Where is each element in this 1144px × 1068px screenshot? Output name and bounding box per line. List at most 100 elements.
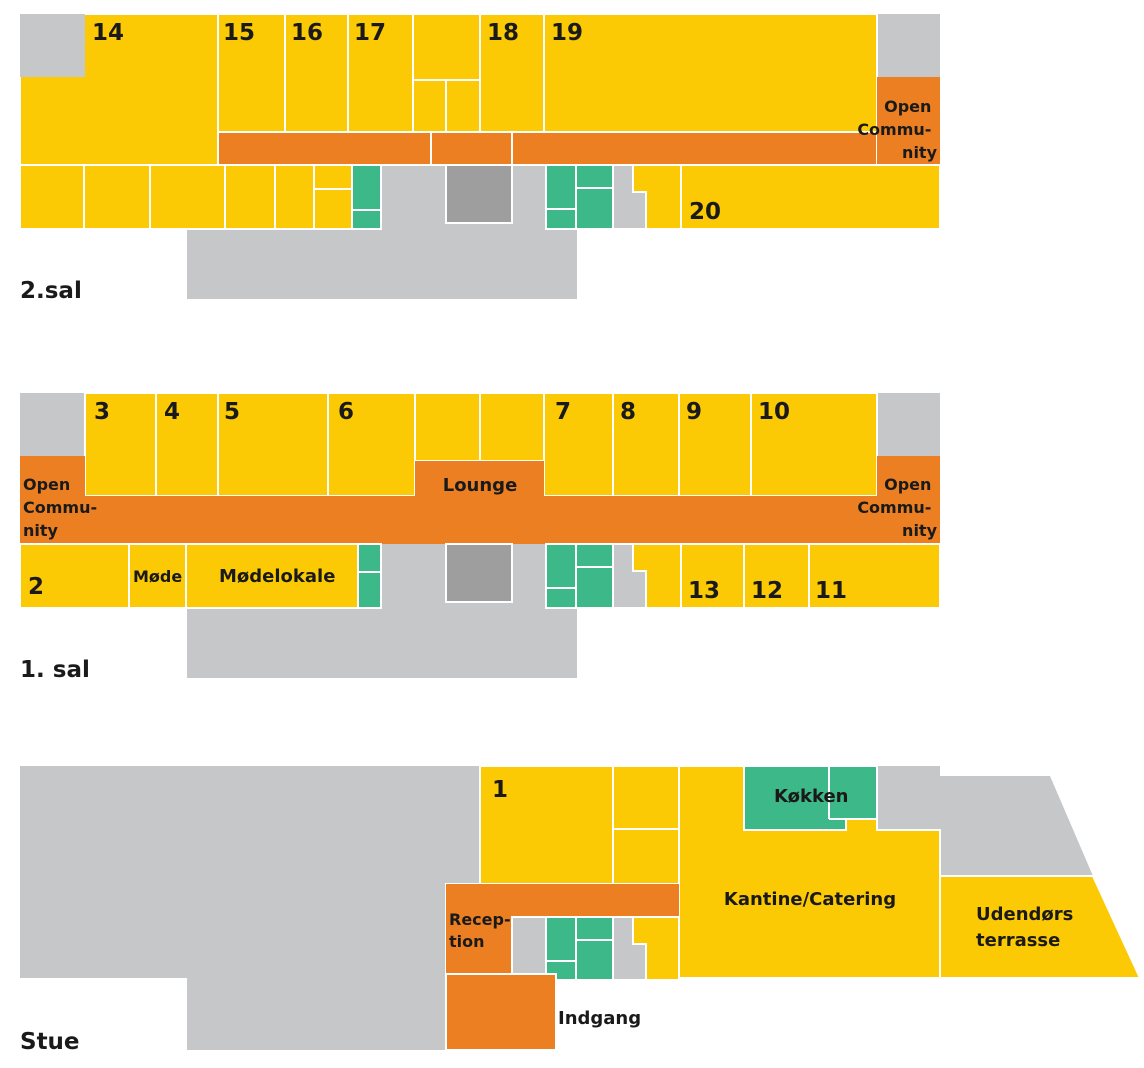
- wc-left-a[interactable]: [357, 543, 382, 573]
- open-community-line3: nity: [902, 143, 938, 162]
- reception-label: Recep- tion: [449, 910, 516, 951]
- reception-lower[interactable]: [446, 917, 512, 974]
- entrance-label: Indgang: [558, 1008, 641, 1029]
- room-10[interactable]: [750, 392, 878, 497]
- room-5-label: 5: [224, 399, 240, 425]
- room-19-label: 19: [551, 20, 583, 46]
- room-s6a[interactable]: [313, 164, 353, 190]
- floor-name: 2.sal: [20, 278, 82, 304]
- room-20[interactable]: [680, 164, 941, 230]
- entrance[interactable]: [445, 973, 557, 1051]
- room-8-label: 8: [620, 399, 636, 425]
- open-community-left-line3: nity: [23, 521, 59, 540]
- room-ground-east[interactable]: [632, 916, 680, 981]
- room-5[interactable]: [217, 392, 329, 497]
- stair-corner-right: [877, 14, 940, 77]
- room-upper-b[interactable]: [479, 392, 545, 462]
- room-14-label: 14: [92, 20, 124, 46]
- open-community-left-line1: Open: [23, 475, 70, 494]
- open-community-right-line1: Open: [884, 475, 931, 494]
- open-community-right-line2: Commu-: [857, 498, 931, 517]
- room-g-b[interactable]: [612, 828, 680, 885]
- room-8[interactable]: [612, 392, 680, 497]
- meeting-room-small[interactable]: [128, 543, 187, 609]
- room-16-label: 16: [291, 20, 323, 46]
- corridor-east: [511, 131, 878, 166]
- floor-2-sal: 14 15 16 17 18 19 20 Open Commu- nity 2.…: [19, 13, 941, 304]
- room-18-label: 18: [487, 20, 519, 46]
- wc-ground-c[interactable]: [575, 916, 614, 941]
- outdoor-terrace[interactable]: [939, 875, 1142, 979]
- room-9[interactable]: [678, 392, 752, 497]
- corridor: [217, 131, 432, 166]
- room-2[interactable]: [19, 543, 130, 609]
- room-2-label: 2: [28, 574, 44, 600]
- room-1-label: 1: [492, 777, 508, 803]
- room-3[interactable]: [84, 392, 157, 497]
- room-11[interactable]: [808, 543, 941, 609]
- room-11-label: 11: [815, 578, 847, 604]
- floor-1-sal: 3 4 5 6 7 8 9 10 Lounge 2 Møde Mødelokal…: [19, 392, 941, 683]
- floor-name: Stue: [20, 1029, 80, 1055]
- open-community-label: Open Commu- nity: [857, 97, 937, 162]
- open-community-right-line3: nity: [902, 521, 938, 540]
- wc-right-c[interactable]: [575, 543, 614, 568]
- room-7-label: 7: [555, 399, 571, 425]
- wc-right-a[interactable]: [545, 164, 577, 210]
- wc-ground-a[interactable]: [545, 916, 577, 962]
- room-upper-a[interactable]: [414, 392, 481, 462]
- corridor-mid: [430, 131, 513, 166]
- lounge-label: Lounge: [443, 475, 518, 496]
- terrace-line1: Udendørs: [976, 904, 1073, 925]
- room-s4[interactable]: [224, 164, 276, 230]
- room-7[interactable]: [543, 392, 614, 497]
- room-18[interactable]: [479, 13, 545, 133]
- room-17-label: 17: [354, 20, 386, 46]
- open-community-left-line2: Commu-: [23, 498, 97, 517]
- building-outline-east: [877, 766, 1093, 876]
- room-small-c[interactable]: [445, 79, 481, 133]
- reception-line1: Recep-: [449, 910, 511, 929]
- wc-right-b[interactable]: [545, 208, 577, 230]
- room-g-a[interactable]: [612, 765, 680, 830]
- room-20-label: 20: [689, 199, 721, 225]
- wc-left-b[interactable]: [351, 209, 382, 230]
- room-19[interactable]: [543, 13, 878, 133]
- wc-left-a[interactable]: [351, 164, 382, 211]
- room-4-label: 4: [164, 399, 180, 425]
- wc-right-d[interactable]: [575, 566, 614, 609]
- terrace-line2: terrasse: [976, 930, 1060, 951]
- building-outline-west: [20, 766, 480, 1050]
- room-3-label: 3: [94, 399, 110, 425]
- room-s6b[interactable]: [313, 188, 353, 230]
- room-10-label: 10: [758, 399, 790, 425]
- wc-right-c[interactable]: [575, 164, 614, 189]
- open-community-left-label: Open Commu- nity: [23, 475, 103, 540]
- room-s1[interactable]: [19, 164, 85, 230]
- wc-ground-d[interactable]: [575, 939, 614, 981]
- wc-left-b[interactable]: [357, 571, 382, 609]
- room-12-label: 12: [751, 578, 783, 604]
- room-9-label: 9: [686, 399, 702, 425]
- room-s2[interactable]: [83, 164, 151, 230]
- room-6-label: 6: [338, 399, 354, 425]
- room-s5[interactable]: [274, 164, 315, 230]
- floor-stue: 1 Køkken Kantine/Catering Udendørs terra…: [20, 765, 1142, 1055]
- floor-name: 1. sal: [20, 657, 90, 683]
- room-13-label: 13: [688, 578, 720, 604]
- wc-right-b[interactable]: [545, 587, 577, 609]
- stair-gray: [511, 916, 547, 981]
- room-s3[interactable]: [149, 164, 226, 230]
- room-small-a[interactable]: [412, 13, 481, 81]
- terrace-label: Udendørs terrasse: [976, 904, 1080, 951]
- meeting-room-small-label: Møde: [133, 567, 182, 586]
- room-small-b[interactable]: [412, 79, 447, 133]
- kantine-label: Kantine/Catering: [724, 889, 896, 910]
- open-community-area[interactable]: [877, 77, 940, 165]
- stair-corner-right: [877, 393, 940, 456]
- wc-right-a[interactable]: [545, 543, 577, 589]
- room-1[interactable]: [479, 765, 614, 885]
- corridor-lounge[interactable]: [20, 456, 940, 544]
- wc-right-d[interactable]: [575, 187, 614, 230]
